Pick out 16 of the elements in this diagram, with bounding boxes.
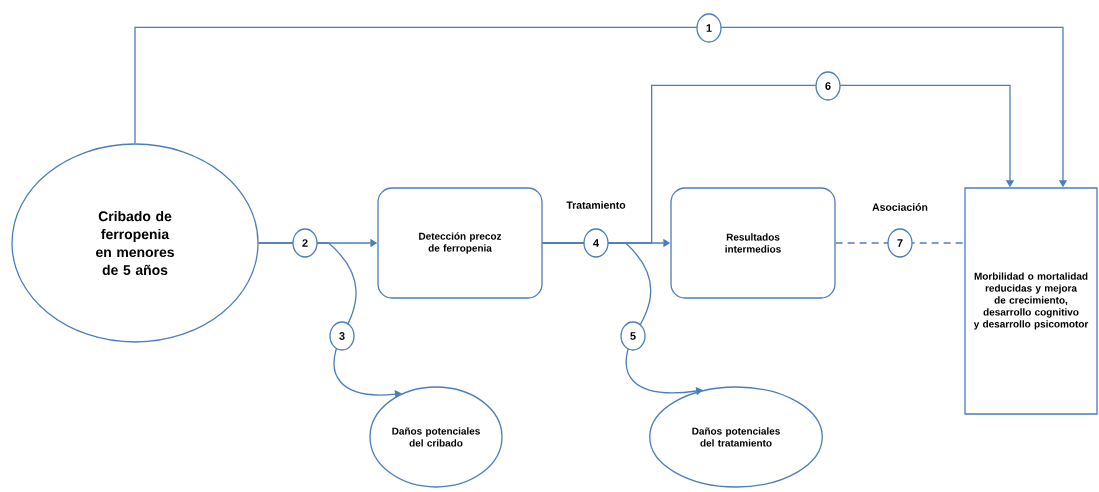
outcome-box: Morbilidad o mortalidad reducidas y mejora de crecimiento, desarrollo cognitivo y desarrollo psicomotor xyxy=(964,187,1098,415)
process-box: Resultados intermedios xyxy=(670,187,836,299)
edge-label: 6 xyxy=(815,71,841,101)
edge-label: 3 xyxy=(329,321,355,351)
edge-label: 1 xyxy=(696,13,722,43)
oval-node: Daños potenciales del tratamiento xyxy=(649,386,823,488)
step-label: Asociación xyxy=(872,203,928,211)
oval-node: Cribado de ferropenia en menores de 5 años xyxy=(11,143,259,343)
oval-node: Daños potenciales del cribado xyxy=(369,386,503,488)
process-box: Detección precoz de ferropenia xyxy=(377,187,543,299)
edge-label: 7 xyxy=(887,228,913,258)
arrow xyxy=(542,84,1015,244)
edge-label: 2 xyxy=(292,228,318,258)
edge-label: 5 xyxy=(620,321,646,351)
edge-label: 4 xyxy=(583,228,609,258)
step-label: Tratamiento xyxy=(566,201,626,209)
